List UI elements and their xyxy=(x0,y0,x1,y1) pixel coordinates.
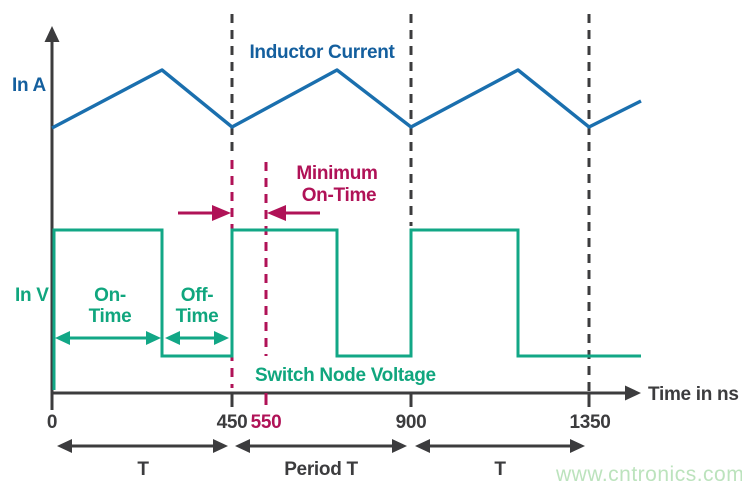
off-time-label-line1: Off- xyxy=(181,285,214,306)
on-time-label-line1: On- xyxy=(94,285,126,306)
x-tick-label-550: 550 xyxy=(251,412,282,433)
bracket-t1-right-arrowhead-icon xyxy=(213,439,228,453)
bracket-t2-right-arrowhead-icon xyxy=(570,439,585,453)
x-axis-arrowhead-icon xyxy=(625,385,641,401)
y-axis-label-voltage: In V xyxy=(15,285,49,306)
x-tick-label-1350: 1350 xyxy=(569,412,610,433)
inductor-current-label: Inductor Current xyxy=(249,42,395,63)
switch-node-voltage-label: Switch Node Voltage xyxy=(255,365,436,386)
minimum-on-time-label-line1: Minimum xyxy=(296,163,377,184)
bracket-t1-left-arrowhead-icon xyxy=(57,439,72,453)
x-tick-label-900: 900 xyxy=(396,412,427,433)
on-time-left-arrowhead-icon xyxy=(55,331,70,345)
y-axis-arrowhead-icon xyxy=(44,26,60,42)
on-time-right-arrowhead-icon xyxy=(146,331,161,345)
min-on-time-right-arrowhead-icon xyxy=(267,205,286,221)
min-on-time-left-arrowhead-icon xyxy=(212,205,231,221)
y-axis-label-current: In A xyxy=(12,75,47,96)
on-time-label-line2: Time xyxy=(89,306,132,327)
x-tick-label-0: 0 xyxy=(47,412,57,433)
inductor-current-curve xyxy=(51,68,642,130)
off-time-right-arrowhead-icon xyxy=(214,331,229,345)
minimum-on-time-label-line2: On-Time xyxy=(302,185,377,206)
x-tick-label-450: 450 xyxy=(217,412,248,433)
off-time-label-line2: Time xyxy=(176,306,219,327)
bracket-period-right-arrowhead-icon xyxy=(392,439,407,453)
switch-node-voltage-curve xyxy=(52,228,641,390)
watermark: www.cntronics.com xyxy=(555,463,742,486)
bracket-period-left-arrowhead-icon xyxy=(235,439,250,453)
bracket-t2-label: T xyxy=(494,459,506,480)
off-time-left-arrowhead-icon xyxy=(165,331,180,345)
bracket-t2-left-arrowhead-icon xyxy=(415,439,430,453)
bracket-t1-label: T xyxy=(137,459,149,480)
x-axis-label: Time in ns xyxy=(648,384,739,405)
bracket-period-label: Period T xyxy=(284,459,358,480)
